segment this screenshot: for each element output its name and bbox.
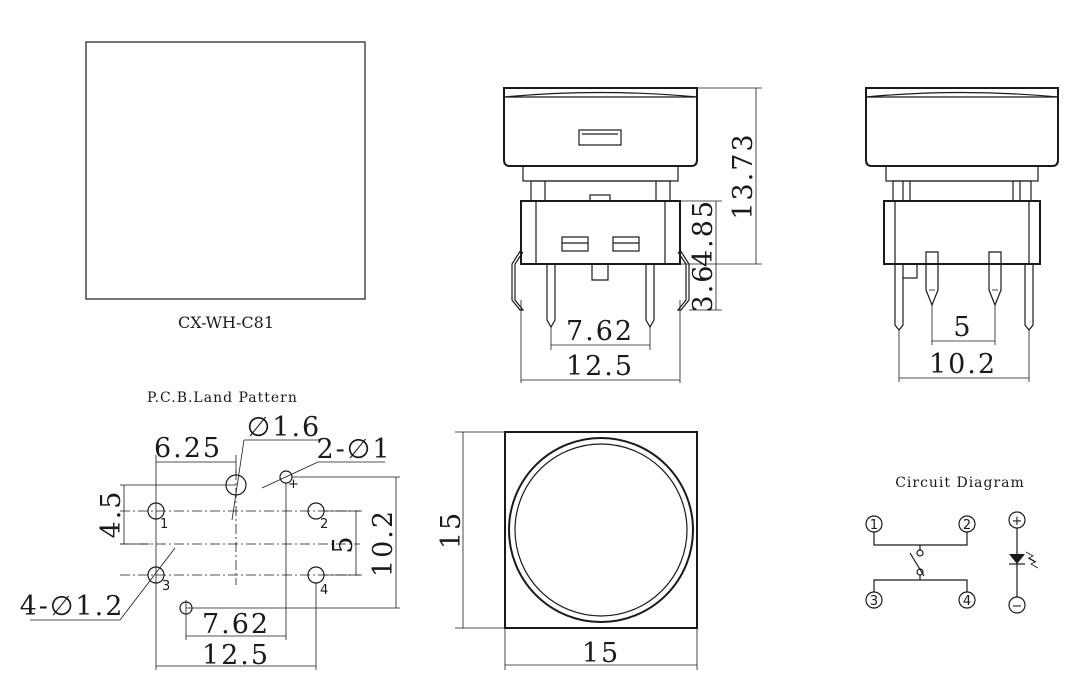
pcb-dim-5: 5 — [328, 534, 359, 553]
pcb-dim-hole-16: ∅1.6 — [247, 412, 321, 443]
pcb-dim-125: 12.5 — [202, 640, 270, 671]
dim-width: 12.5 — [566, 351, 634, 382]
dim-side-width: 10.2 — [929, 349, 997, 380]
circuit-pin-4: 4 — [963, 594, 971, 609]
circuit-pin-1: 1 — [870, 518, 878, 533]
top-dim-w: 15 — [582, 638, 620, 669]
top-view — [455, 431, 698, 670]
circuit-pin-3: 3 — [870, 594, 878, 609]
model-label: CX-WH-C81 — [178, 313, 274, 332]
pcb-dim-45: 4.5 — [96, 490, 127, 539]
pcb-plus: + — [288, 477, 299, 492]
pcb-dim-762: 7.62 — [202, 609, 270, 640]
pcb-title: P.C.B.Land Pattern — [147, 390, 298, 406]
dim-pin-pitch: 7.62 — [566, 316, 634, 347]
circuit-pin-2: 2 — [963, 518, 971, 533]
dim-body-height: 4.85 — [688, 199, 719, 267]
pcb-dim-2-hole-1: 2-∅1 — [317, 434, 392, 465]
dim-height-total: 13.73 — [728, 132, 759, 219]
pcb-dim-102: 10.2 — [368, 509, 399, 577]
circuit-title: Circuit Diagram — [895, 475, 1025, 491]
circuit-plus: + — [1012, 514, 1023, 529]
dim-pin-length: 3.6 — [688, 264, 719, 313]
pcb-land-pattern — [30, 439, 400, 670]
top-dim-h: 15 — [436, 511, 467, 549]
circuit-diagram — [865, 511, 1039, 614]
pcb-pin-1: 1 — [160, 517, 168, 532]
circuit-minus: − — [1012, 599, 1023, 614]
pcb-pin-4: 4 — [320, 583, 328, 598]
pcb-dim-4-hole-12: 4-∅1.2 — [20, 591, 125, 622]
product-image-frame — [85, 41, 366, 300]
side-view — [865, 87, 1059, 382]
pcb-pin-3: 3 — [162, 579, 170, 594]
pcb-pin-2: 2 — [320, 517, 328, 532]
dim-side-pitch: 5 — [953, 312, 972, 343]
front-view — [503, 87, 762, 383]
pcb-dim-625: 6.25 — [154, 433, 222, 464]
